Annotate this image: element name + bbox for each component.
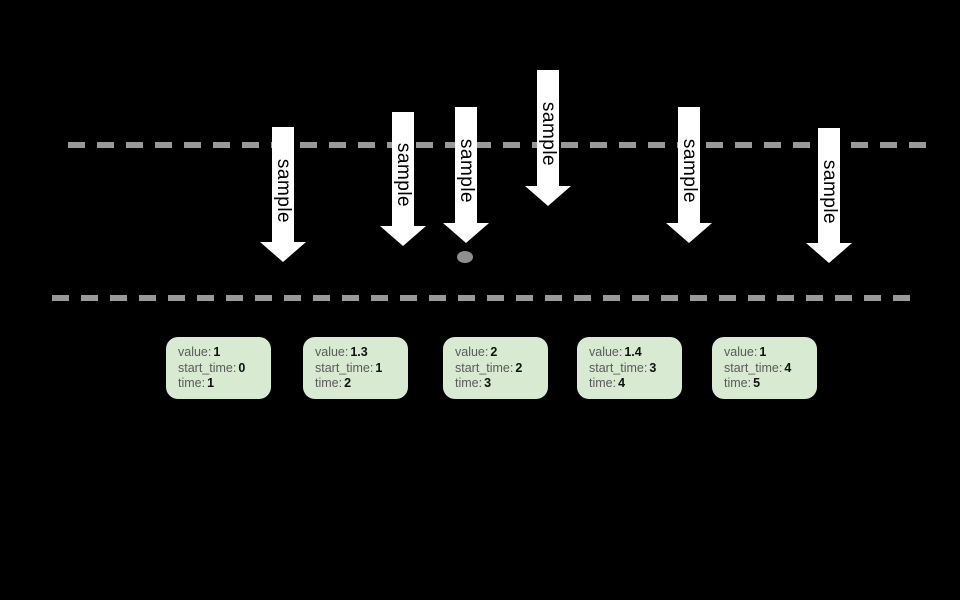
value-line: value:1.3 <box>315 345 402 361</box>
lower-dashed-line <box>52 295 910 301</box>
time-line: time:5 <box>724 376 811 392</box>
arrow-shaft <box>392 112 414 227</box>
time-value: 2 <box>344 376 352 390</box>
sample-result-box-5: value:1 start_time:4 time:5 <box>712 337 817 399</box>
value-label: value: <box>315 345 349 359</box>
start-time-value: 2 <box>515 360 523 375</box>
time-line: time:1 <box>178 376 265 392</box>
sample-arrow-label: sample <box>679 138 700 204</box>
time-line: time:3 <box>455 376 542 392</box>
start-time-label: start_time: <box>724 360 783 375</box>
time-value: 5 <box>753 376 761 390</box>
sample-result-box-4: value:1.4 start_time:3 time:4 <box>577 337 682 399</box>
time-label: time: <box>589 376 617 390</box>
start-time-label: start_time: <box>178 360 237 375</box>
value-value: 2 <box>490 345 498 359</box>
arrow-head-icon <box>380 226 426 246</box>
start-time-label: start_time: <box>315 360 374 375</box>
upper-dashed-line <box>68 142 930 148</box>
value-line: value:1.4 <box>589 345 676 361</box>
sample-arrow-6: sample <box>806 128 852 263</box>
arrow-head-icon <box>666 223 712 243</box>
arrow-head-icon <box>525 186 571 206</box>
time-label: time: <box>724 376 752 390</box>
sampled-point-dot <box>457 251 473 263</box>
time-value: 4 <box>618 376 626 390</box>
value-value: 1.3 <box>350 345 368 359</box>
arrow-head-icon <box>443 223 489 243</box>
sample-arrow-1: sample <box>260 127 306 262</box>
arrow-shaft <box>818 128 840 244</box>
sample-arrow-label: sample <box>819 159 840 224</box>
sample-result-box-3: value:2 start_time:2 time:3 <box>443 337 548 399</box>
sample-arrow-label: sample <box>538 101 559 167</box>
start-time-value: 0 <box>238 360 246 375</box>
start-time-label: start_time: <box>455 360 514 375</box>
start-time-label: start_time: <box>589 360 648 375</box>
time-line: time:4 <box>589 376 676 392</box>
start-time-line: start_time:4 <box>724 361 811 377</box>
start-time-value: 4 <box>784 360 792 375</box>
time-line: time:2 <box>315 376 402 392</box>
arrow-shaft <box>537 70 559 187</box>
value-label: value: <box>724 345 758 359</box>
start-time-line: start_time:3 <box>589 361 676 377</box>
time-label: time: <box>315 376 343 390</box>
time-value: 1 <box>207 376 215 390</box>
sample-arrow-label: sample <box>393 142 414 208</box>
value-value: 1 <box>759 345 767 359</box>
start-time-line: start_time:1 <box>315 361 402 377</box>
arrow-shaft <box>455 107 477 224</box>
value-value: 1 <box>213 345 221 359</box>
arrow-shaft <box>678 107 700 224</box>
arrow-shaft <box>272 127 294 243</box>
start-time-line: start_time:2 <box>455 361 542 377</box>
start-time-line: start_time:0 <box>178 361 265 377</box>
value-line: value:2 <box>455 345 542 361</box>
arrow-head-icon <box>806 243 852 263</box>
start-time-value: 3 <box>649 360 657 375</box>
time-label: time: <box>178 376 206 390</box>
value-value: 1.4 <box>624 345 642 359</box>
value-line: value:1 <box>724 345 811 361</box>
time-value: 3 <box>484 376 492 390</box>
sample-arrow-label: sample <box>273 158 294 223</box>
sample-result-box-2: value:1.3 start_time:1 time:2 <box>303 337 408 399</box>
value-label: value: <box>455 345 489 359</box>
sample-arrow-2: sample <box>380 112 426 246</box>
sample-arrow-5: sample <box>666 107 712 243</box>
value-label: value: <box>178 345 212 359</box>
arrow-head-icon <box>260 242 306 262</box>
time-label: time: <box>455 376 483 390</box>
start-time-value: 1 <box>375 360 383 375</box>
sample-arrow-3: sample <box>443 107 489 243</box>
sample-arrow-4: sample <box>525 70 571 206</box>
value-line: value:1 <box>178 345 265 361</box>
sample-arrow-label: sample <box>456 138 477 204</box>
value-label: value: <box>589 345 623 359</box>
sample-result-box-1: value:1 start_time:0 time:1 <box>166 337 271 399</box>
